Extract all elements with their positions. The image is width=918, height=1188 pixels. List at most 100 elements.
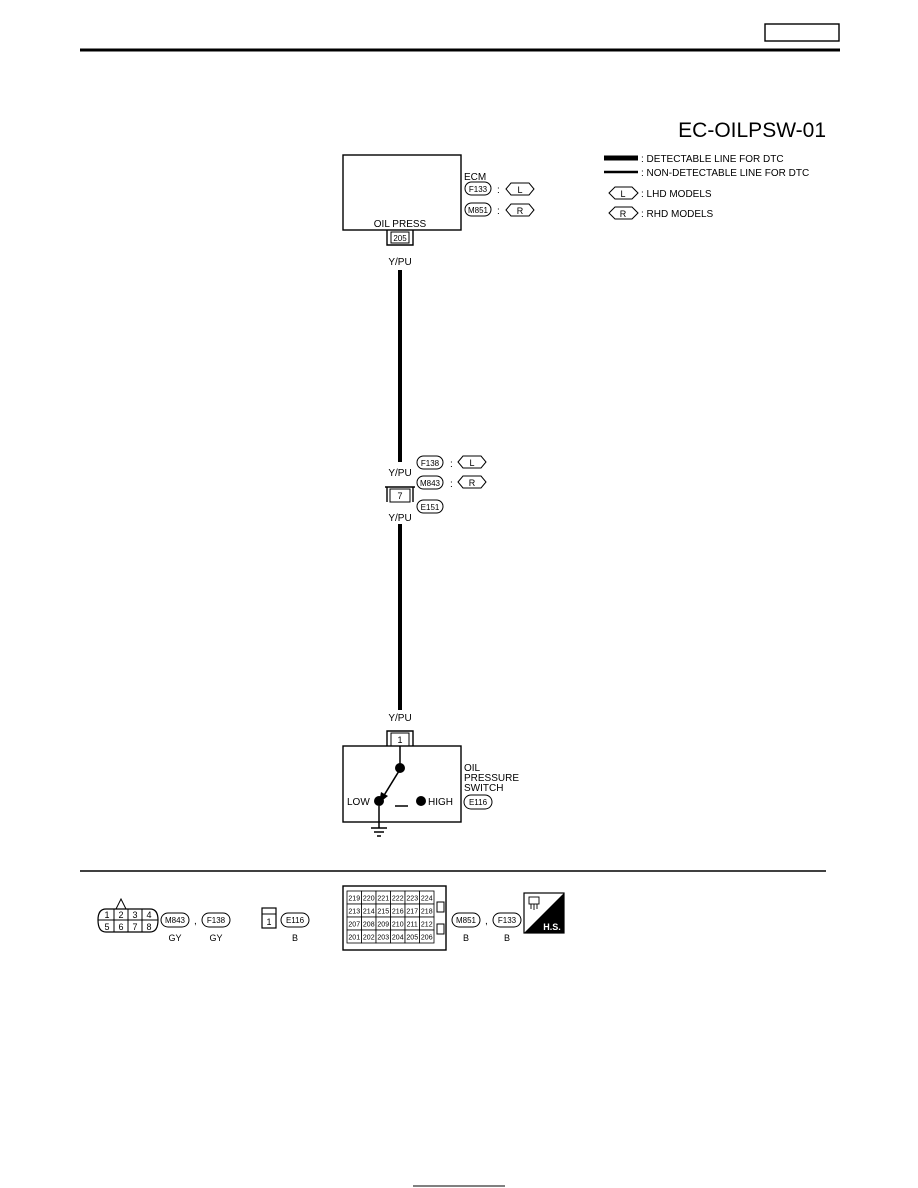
model-letter: L — [469, 458, 474, 468]
connector-id: M851 — [456, 916, 477, 925]
pin-number: 213 — [348, 909, 360, 916]
pin-number: 224 — [421, 896, 433, 903]
rhd-model-symbol — [505, 203, 535, 217]
pin-number: 206 — [421, 935, 433, 942]
lhd-model-symbol — [505, 182, 535, 196]
wire-color-label: Y/PU — [388, 468, 411, 479]
page-tab — [764, 23, 840, 42]
separator-colon: : — [497, 185, 500, 196]
connector-oval — [451, 912, 481, 928]
pin-number: 201 — [348, 935, 360, 942]
wire-color-label: Y/PU — [388, 713, 411, 724]
pin-number: 8 — [146, 922, 151, 932]
ecm-component: OIL PRESS ECM F133 : L M851 : R 205 — [342, 154, 535, 246]
pin-number: 212 — [421, 922, 433, 929]
pin-cell — [419, 929, 435, 944]
connector-id: F138 — [421, 459, 440, 468]
connector-latch — [436, 901, 445, 913]
harness-color: B — [463, 933, 469, 943]
pin-number: 205 — [406, 935, 418, 942]
model-letter: R — [517, 206, 524, 216]
pin-number: 208 — [363, 922, 375, 929]
pin-number: 6 — [118, 922, 123, 932]
switch-box — [342, 745, 462, 823]
model-letter: L — [517, 185, 522, 195]
legend-non-detectable: : NON-DETECTABLE LINE FOR DTC — [641, 168, 809, 179]
connector-housing — [261, 907, 277, 929]
pin-number: 7 — [132, 922, 137, 932]
switch-high-contact — [416, 796, 426, 806]
harness-connector-icon — [528, 896, 540, 910]
pin-number: 219 — [348, 896, 360, 903]
connector-id: E116 — [469, 798, 488, 807]
model-letter: R — [469, 478, 476, 488]
connector-view-m843-f138: 1 2 3 4 5 6 7 8 M843 , F138 GY GY — [97, 897, 231, 943]
switch-name-line: PRESSURE — [464, 773, 519, 784]
legend: : DETECTABLE LINE FOR DTC : NON-DETECTAB… — [604, 154, 809, 220]
pin-number: 216 — [392, 909, 404, 916]
terminal-box — [390, 231, 410, 244]
pin-number: 2 — [118, 910, 123, 920]
connector-oval — [464, 202, 492, 217]
terminal-bracket — [386, 230, 414, 246]
connector-latch — [436, 923, 445, 935]
pin-number: 204 — [392, 935, 404, 942]
connector-oval — [492, 912, 522, 928]
connector-oval — [280, 912, 310, 928]
pin-number: 3 — [132, 910, 137, 920]
pin-number: 203 — [377, 935, 389, 942]
connector-id: F138 — [207, 916, 226, 925]
pin-number: 202 — [363, 935, 375, 942]
legend-lhd: : LHD MODELS — [641, 189, 712, 200]
diagram-title: EC-OILPSW-01 — [678, 119, 826, 142]
pin-number: 4 — [146, 910, 151, 920]
rhd-model-symbol — [457, 475, 487, 489]
pin-number: 215 — [377, 909, 389, 916]
junction-pin-box — [389, 488, 411, 503]
legend-rhd: : RHD MODELS — [641, 209, 714, 220]
separator-comma: , — [485, 916, 488, 927]
connector-oval — [463, 794, 493, 810]
harness-color: GY — [209, 933, 222, 943]
terminal-bracket — [386, 730, 414, 746]
pin-number: 218 — [421, 909, 433, 916]
pin-number: 221 — [377, 896, 389, 903]
legend-detectable: : DETECTABLE LINE FOR DTC — [641, 154, 784, 165]
ecm-label: ECM — [464, 172, 486, 183]
connector-id: M843 — [165, 916, 186, 925]
switch-pin: 1 — [397, 735, 402, 745]
separator-colon: : — [497, 206, 500, 217]
connector-id: M843 — [420, 479, 441, 488]
high-label: HIGH — [428, 797, 453, 808]
pin-number: 211 — [407, 922, 418, 929]
separator-colon: : — [450, 479, 453, 490]
pin-number: 210 — [392, 922, 404, 929]
harness-color: B — [504, 933, 510, 943]
low-label: LOW — [347, 797, 370, 808]
pin-number: 209 — [377, 922, 389, 929]
switch-arm — [382, 770, 400, 798]
ecm-terminal-label: OIL PRESS — [374, 219, 427, 230]
pin-number: 214 — [363, 909, 375, 916]
pin-number: 222 — [392, 896, 404, 903]
harness-color: B — [292, 933, 298, 943]
connector-oval — [416, 475, 444, 490]
connector-oval — [160, 912, 190, 928]
pin-number: 1 — [266, 917, 271, 927]
hs-badge-fill — [524, 893, 564, 933]
pin-number: 207 — [348, 922, 360, 929]
separator-comma: , — [194, 916, 197, 927]
junction-pin: 7 — [397, 491, 402, 501]
switch-low-contact — [374, 796, 384, 806]
lhd-model-symbol — [457, 455, 487, 469]
ecm-box — [342, 154, 462, 231]
harness-color: GY — [168, 933, 181, 943]
switch-name-line: OIL — [464, 763, 481, 774]
connector-id: E116 — [286, 916, 305, 925]
wire-color-label: Y/PU — [388, 257, 411, 268]
pin-number: 217 — [406, 909, 418, 916]
pin-number: 5 — [104, 922, 109, 932]
